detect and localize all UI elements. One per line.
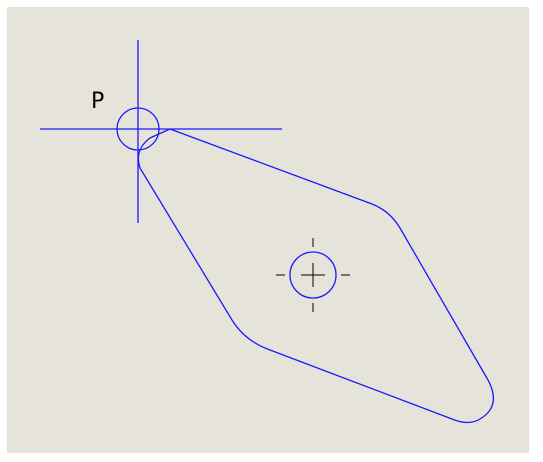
hole-circle[interactable] [289, 251, 337, 299]
crosshair-p[interactable] [40, 40, 282, 223]
point-p-circle[interactable] [116, 107, 160, 151]
center-mark [276, 238, 350, 312]
sketch-background [7, 7, 529, 453]
point-p-label: P [91, 89, 104, 114]
profile-outline[interactable] [137, 128, 495, 424]
